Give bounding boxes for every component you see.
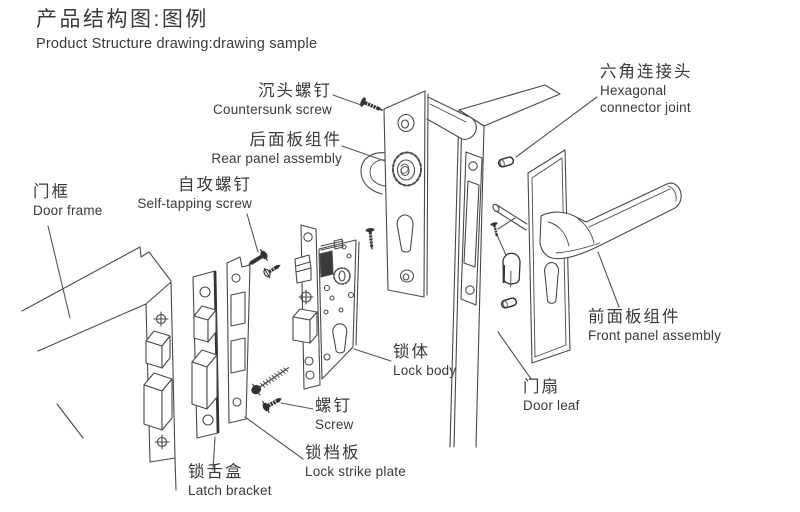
label-lock-body-zh: 锁体 (393, 343, 430, 361)
label-lock-strike-plate: 锁档板 Lock strike plate (305, 444, 406, 480)
label-latch-bracket: 锁舌盒 Latch bracket (188, 463, 272, 499)
label-front-panel-en: Front panel assembly (588, 328, 722, 344)
leader-rear-panel (341, 145, 386, 162)
label-screw-zh: 螺钉 (315, 397, 352, 415)
label-door-leaf-en: Door leaf (523, 398, 580, 414)
front-keyhole (544, 262, 560, 304)
spindle-rod (492, 203, 528, 231)
label-door-frame: 门框 Door frame (33, 183, 103, 219)
label-hex-en-1: Hexagonal (600, 83, 667, 99)
self-tapping-screw-2 (263, 264, 281, 279)
label-door-frame-en: Door frame (33, 203, 103, 219)
title-en: Product Structure drawing:drawing sample (36, 35, 318, 52)
leader-self-tapping-screw (246, 213, 259, 253)
leader-strike-plate (244, 416, 304, 460)
label-hexagonal-connector: 六角连接头 Hexagonal connector joint (600, 63, 693, 116)
self-tapping-screw-1 (248, 249, 268, 265)
door-leaf-drawing (449, 84, 561, 448)
page-title: 产品结构图:图例 Product Structure drawing:drawi… (36, 8, 317, 53)
label-rear-panel-zh: 后面板组件 (249, 131, 342, 149)
label-countersunk-screw-zh: 沉头螺钉 (258, 82, 332, 100)
label-latch-bracket-zh: 锁舌盒 (188, 463, 244, 481)
label-rear-panel: 后面板组件 Rear panel assembly (211, 131, 342, 167)
front-panel-drawing (527, 149, 682, 364)
lock-strike-plate-drawing (226, 256, 251, 424)
leader-door-frame (47, 225, 71, 319)
leader-hexagonal-connector (515, 96, 598, 158)
lock-body-drawing (292, 224, 360, 390)
label-hex-zh: 六角连接头 (600, 63, 693, 81)
label-self-tapping-zh: 自攻螺钉 (178, 176, 252, 194)
label-countersunk-screw: 沉头螺钉 Countersunk screw (213, 82, 332, 118)
label-self-tapping-en: Self-tapping screw (137, 196, 252, 212)
label-lock-body-en: Lock body (393, 363, 457, 379)
label-lock-body: 锁体 Lock body (393, 343, 456, 379)
deadbolt (292, 308, 318, 344)
countersunk-screw-drawing (360, 97, 383, 111)
leader-door-leaf (497, 331, 532, 380)
leader-countersunk-screw (332, 94, 362, 106)
screw-drawing (262, 398, 282, 414)
leader-screw (280, 402, 314, 410)
leader-front-panel (597, 251, 620, 308)
label-screw-en: Screw (315, 417, 354, 433)
label-front-panel: 前面板组件 Front panel assembly (588, 308, 721, 344)
latch-bolt-box-2 (191, 349, 218, 410)
latch-bolt-box-1 (193, 305, 217, 343)
leader-latch-bracket (212, 436, 216, 471)
rear-handle-bar (426, 96, 477, 140)
label-door-frame-zh: 门框 (33, 183, 70, 201)
title-zh: 产品结构图:图例 (36, 8, 209, 31)
label-hex-en-2: connector joint (600, 100, 691, 116)
rear-panel-drawing (383, 90, 429, 298)
rear-keyhole (396, 214, 414, 253)
label-screw: 螺钉 Screw (315, 397, 354, 433)
frame-latch-pocket-2 (143, 372, 173, 431)
label-door-leaf: 门扇 Door leaf (523, 378, 580, 414)
leader-lock-body (353, 348, 392, 362)
label-strike-plate-en: Lock strike plate (305, 464, 406, 480)
label-strike-plate-zh: 锁档板 (305, 444, 361, 462)
label-front-panel-zh: 前面板组件 (588, 308, 681, 326)
label-countersunk-screw-en: Countersunk screw (213, 102, 332, 118)
label-latch-bracket-en: Latch bracket (188, 483, 272, 499)
strike-plate-long-screw (251, 367, 290, 396)
countersunk-screw-vertical (365, 228, 375, 250)
hexagonal-connector-pin-2 (500, 297, 518, 309)
door-frame-drawing (21, 246, 177, 491)
label-door-leaf-zh: 门扇 (523, 378, 560, 396)
label-self-tapping-screw: 自攻螺钉 Self-tapping screw (137, 176, 252, 212)
leader-fixing-screw-b (496, 234, 507, 256)
thumbturn-rosette (392, 151, 422, 187)
lock-cylinder (502, 252, 521, 288)
latch-bracket-drawing (191, 270, 220, 439)
leader-fixing-screw-a (497, 217, 516, 230)
fixing-screw-small (490, 222, 498, 237)
latch-bolt (294, 254, 312, 284)
rear-handle-hub (360, 152, 387, 195)
label-rear-panel-en: Rear panel assembly (211, 151, 342, 167)
hexagonal-connector-pin-1 (497, 156, 515, 168)
mortise-pocket (460, 151, 483, 306)
lever-handle (539, 182, 682, 260)
leader-lines (47, 94, 620, 471)
frame-latch-pocket-1 (145, 330, 171, 369)
